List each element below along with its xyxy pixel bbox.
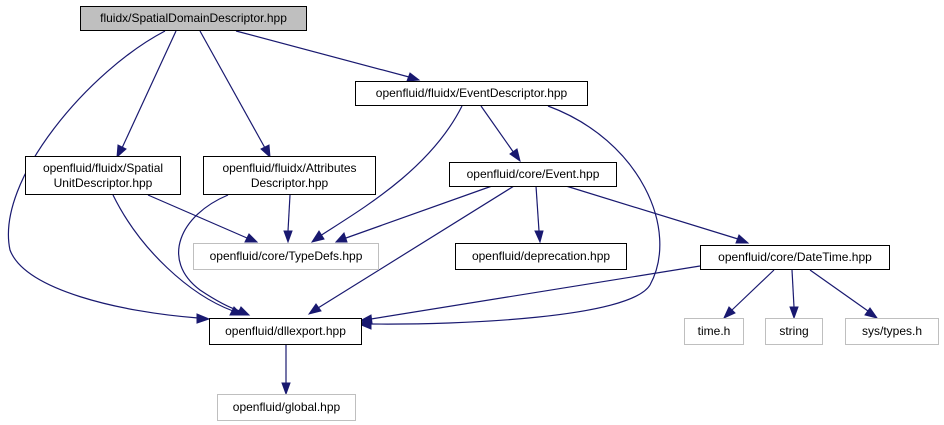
node-event-descriptor[interactable]: openfluid/fluidx/EventDescriptor.hpp [355,81,588,106]
node-label: openfluid/dllexport.hpp [225,324,346,338]
arrowhead [406,72,421,82]
arrowhead [283,230,293,244]
node-label: sys/types.h [861,324,923,338]
node-label: fluidx/SpatialDomainDescriptor.hpp [100,11,287,25]
arrowhead [789,306,799,320]
node-label: openfluid/core/Event.hpp [466,167,600,181]
arrowhead [116,144,127,159]
edge-root-to-event-descriptor [235,30,410,78]
edge-datetime-to-dllexport [370,265,701,320]
edge-datetime-to-time [731,269,775,311]
arrowhead [310,230,325,243]
arrowhead [244,233,259,243]
arrowhead [307,303,322,315]
node-global[interactable]: openfluid/global.hpp [217,394,356,421]
edge-datetime-to-systypes [809,269,869,312]
arrowhead [236,306,251,316]
edge-eventdesc-to-dllexport [369,105,661,325]
arrowhead [864,307,879,319]
edge-attributes-to-typedefs [287,194,291,232]
arrowhead [196,313,211,324]
edge-eventdesc-to-typedefs [319,105,463,237]
node-datetime[interactable]: openfluid/core/DateTime.hpp [700,245,890,270]
edge-event-to-datetime [565,185,739,240]
arrowhead [334,232,348,243]
arrowhead [281,382,291,396]
arrowhead [735,234,750,244]
edge-event-to-dllexport [317,185,515,309]
edge-root-to-attributes [199,30,266,149]
arrowhead [358,314,373,324]
edge-root-to-dllexport [7,30,199,319]
node-label: openfluid/core/DateTime.hpp [718,250,872,264]
edge-event-to-deprecation [535,185,540,232]
edge-spatialunit-to-typedefs [147,194,248,239]
edge-datetime-to-string [791,269,795,308]
arrowhead [722,306,736,320]
node-label: openfluid/fluidx/Attributes Descriptor.h… [222,160,357,190]
edge-eventdesc-to-event [480,105,515,154]
node-spatial-domain-descriptor[interactable]: fluidx/SpatialDomainDescriptor.hpp [80,6,307,31]
edge-attributes-to-dllexport [178,194,241,312]
node-label: string [779,324,809,338]
node-sys-types[interactable]: sys/types.h [845,318,939,345]
node-attributes-descriptor[interactable]: openfluid/fluidx/Attributes Descriptor.h… [203,156,376,195]
node-dllexport[interactable]: openfluid/dllexport.hpp [209,318,362,345]
node-spatial-unit-descriptor[interactable]: openfluid/fluidx/Spatial UnitDescriptor.… [25,156,181,195]
node-time-h[interactable]: time.h [684,318,744,345]
edge-event-to-typedefs [345,185,493,239]
arrowhead [260,144,271,159]
node-label: openfluid/fluidx/EventDescriptor.hpp [375,86,568,100]
node-label: openfluid/global.hpp [232,400,341,414]
node-label: openfluid/deprecation.hpp [471,249,611,263]
arrowhead [509,148,521,163]
arrowhead [534,230,544,244]
edge-spatialunit-to-dllexport [112,194,234,312]
node-string[interactable]: string [765,318,823,345]
edge-root-to-spatial-unit [121,30,177,149]
node-label: time.h [697,324,731,338]
node-event[interactable]: openfluid/core/Event.hpp [449,162,617,187]
node-label: openfluid/core/TypeDefs.hpp [209,249,363,263]
node-typedefs[interactable]: openfluid/core/TypeDefs.hpp [193,243,379,270]
node-label: openfluid/fluidx/Spatial UnitDescriptor.… [42,160,164,190]
node-deprecation[interactable]: openfluid/deprecation.hpp [455,243,627,270]
